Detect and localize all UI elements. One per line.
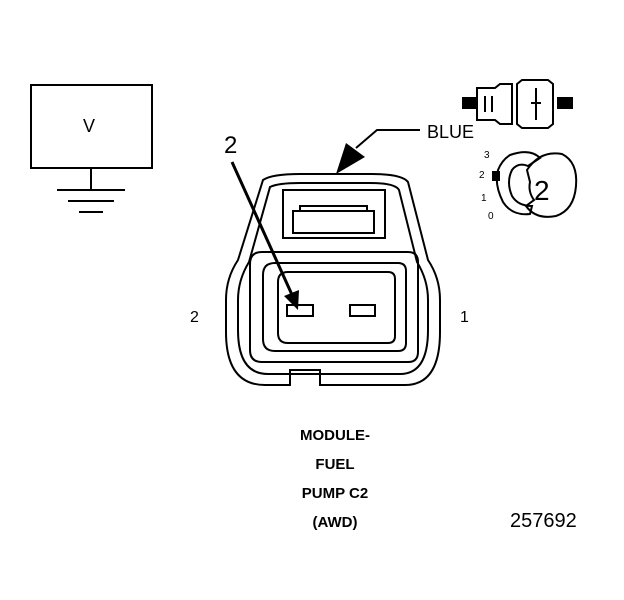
pin-label-right: 1 [460,309,469,326]
pointer-pin-number: 2 [224,132,238,159]
lock-lever-label: 2 [534,175,550,206]
connector-body [225,173,441,386]
lock-position-label: 1 [481,193,487,204]
wire-color-label: BLUE [427,122,475,142]
ground-icon [57,189,125,213]
lock-lever-icon [492,151,578,218]
terminal-cavity-pin-1 [349,304,376,317]
voltmeter-symbol [30,84,153,190]
terminal-cavity-pin-2 [286,304,314,317]
title-line: FUEL [315,456,355,473]
lock-position-label: 2 [479,170,485,181]
pin-label-left: 2 [190,309,199,326]
title-line: MODULE- [300,427,370,444]
meter-label: V [83,116,96,136]
lock-position-label: 0 [488,211,494,222]
color-callout-arrow [336,129,420,174]
lock-position-label: 3 [484,150,490,161]
title-line: PUMP C2 [301,485,369,502]
terminal-probe-icon [462,79,573,129]
title-line: (AWD) [312,514,358,531]
figure-number: 257692 [510,510,577,532]
connector-title: MODULE- FUEL PUMP C2 (AWD) [240,421,430,537]
